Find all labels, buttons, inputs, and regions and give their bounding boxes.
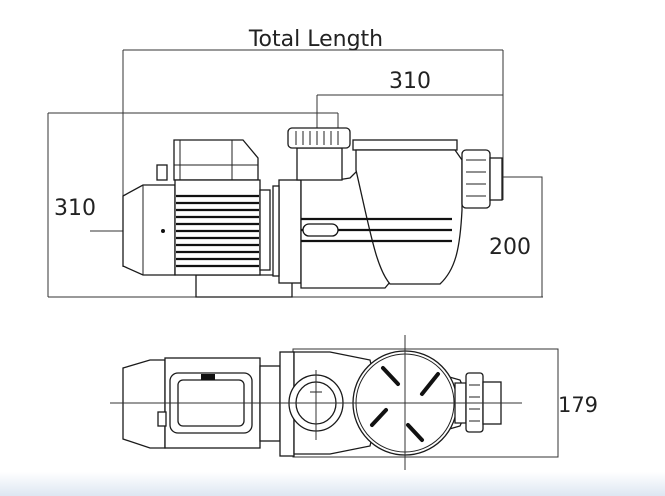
total-length-dimension: Total Length	[122, 27, 504, 267]
inlet-union-nut	[461, 149, 491, 209]
width-label: 179	[558, 393, 598, 417]
body-ribs	[301, 217, 452, 243]
cable-gland	[156, 164, 168, 181]
inlet-height-label: 200	[489, 235, 531, 260]
outlet-union-nut	[287, 127, 351, 149]
fan-cover	[122, 184, 176, 276]
strainer-pot	[355, 149, 463, 285]
terminal-box	[173, 139, 259, 181]
pump-flange	[278, 179, 302, 284]
strainer-lid-lugs	[370, 366, 440, 442]
motor-fins	[176, 194, 259, 268]
outlet-inlet-label: 310	[389, 69, 431, 94]
shaft-center-mark	[161, 229, 165, 233]
side-view: Total Length 310 310 200	[47, 27, 543, 298]
motor-body	[174, 179, 261, 276]
strainer-lid	[352, 139, 458, 151]
height-label: 310	[54, 196, 96, 221]
label-plate	[201, 374, 215, 380]
total-length-label: Total Length	[248, 27, 383, 52]
inlet-pipe	[489, 157, 503, 201]
height-dimension: 310	[47, 112, 543, 298]
bottom-gradient-strip	[0, 472, 665, 496]
pump-base	[195, 274, 293, 298]
top-view: 179	[110, 335, 598, 470]
outlet-pipe	[296, 147, 343, 181]
outlet-inlet-dimension: 310	[316, 69, 503, 168]
top-fan-cover	[122, 359, 166, 449]
